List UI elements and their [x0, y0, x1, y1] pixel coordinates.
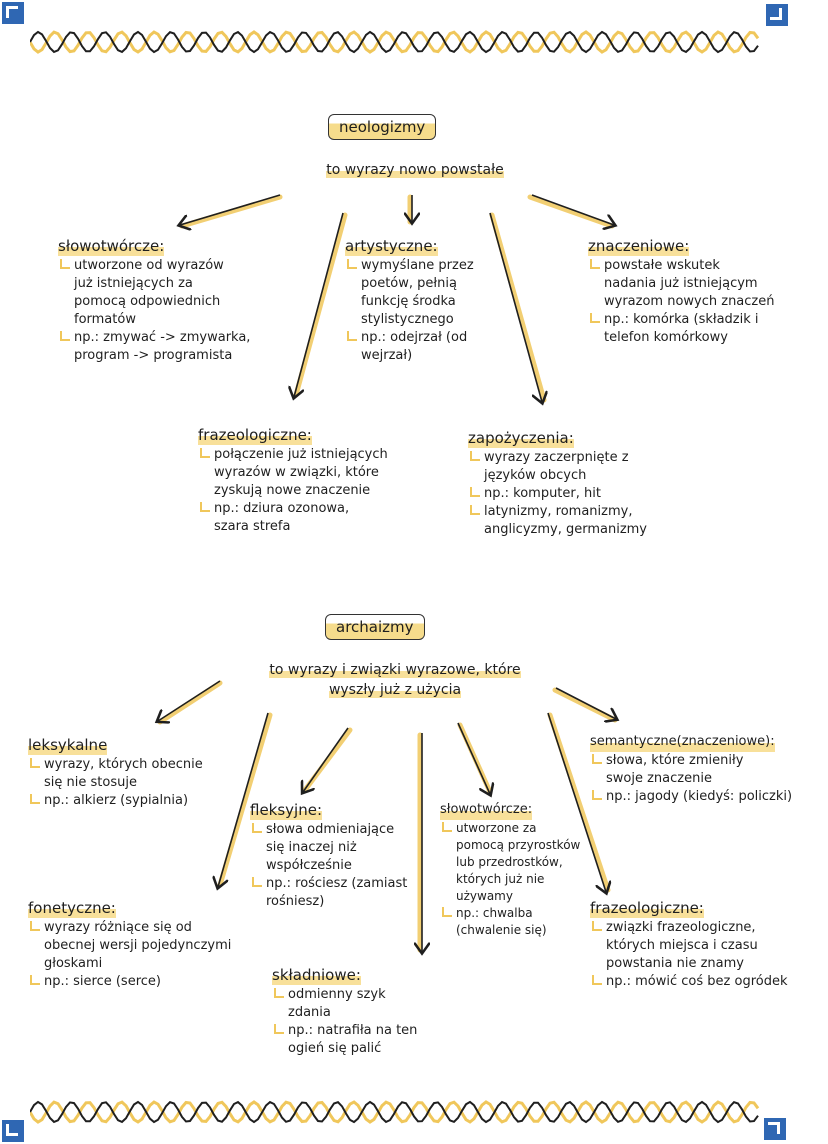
box-zapozyczenia: zapożyczenia: wyrazy zaczerpnięte z języ…: [468, 428, 688, 539]
box-head: leksykalne: [28, 735, 108, 755]
top-wave-border: [30, 30, 760, 54]
corner-mark-top-right: [766, 4, 788, 26]
box-fleksyjne: fleksyjne: słowa odmieniające się inacze…: [250, 800, 420, 911]
box-frazeologiczne: frazeologiczne: połączenie już istniejąc…: [198, 425, 448, 536]
box-head: frazeologiczne:: [590, 898, 704, 918]
bottom-wave-border: [30, 1100, 760, 1124]
list-item: np.: komputer, hit: [468, 485, 688, 503]
archaizmy-title: archaizmy: [325, 614, 425, 640]
list-item: np.: alkierz (sypialnia): [28, 792, 248, 810]
list-item: np.: rościesz (zamiast rośniesz): [250, 875, 420, 911]
list-item: np.: natrafiła na ten ogień się palić: [272, 1022, 452, 1058]
list-item: związki frazeologiczne, których miejsca …: [590, 919, 822, 973]
box-head: artystyczne:: [345, 236, 438, 256]
list-item: powstałe wskutek nadania już istniejącym…: [588, 257, 813, 311]
list-item: np.: sierce (serce): [28, 973, 253, 991]
list-item: np.: zmywać -> zmywarka, program -> prog…: [58, 329, 288, 365]
list-item: odmienny szyk zdania: [272, 986, 452, 1022]
box-head: słowotwórcze:: [58, 236, 165, 256]
archaizmy-definition-line2: wyszły już z użycia: [328, 682, 462, 698]
box-fonetyczne: fonetyczne: wyrazy różniące się od obecn…: [28, 898, 253, 991]
box-head: fonetyczne:: [28, 898, 116, 918]
box-semantyczne: semantyczne(znaczeniowe): słowa, które z…: [590, 732, 820, 806]
box-artystyczne: artystyczne: wymyślane przez poetów, peł…: [345, 236, 515, 365]
corner-mark-bottom-right: [764, 1118, 786, 1140]
list-item: np.: jagody (kiedyś: policzki): [590, 788, 820, 806]
box-head: składniowe:: [272, 965, 361, 985]
box-slowotworcze: słowotwórcze: utworzone od wyrazów już i…: [58, 236, 288, 365]
box-head: fleksyjne:: [250, 800, 323, 820]
neologizmy-definition-text: to wyrazy nowo powstałe: [326, 162, 504, 178]
box-head: frazeologiczne:: [198, 425, 312, 445]
list-item: połączenie już istniejących wyrazów w zw…: [198, 446, 448, 500]
list-item: np.: komórka (składzik i telefon komórko…: [588, 311, 813, 347]
list-item: słowa, które zmieniły swoje znaczenie: [590, 752, 820, 788]
archaizmy-definition-line1: to wyrazy i związki wyrazowe, które: [269, 662, 521, 678]
box-znaczeniowe: znaczeniowe: powstałe wskutek nadania ju…: [588, 236, 813, 347]
box-leksykalne: leksykalne wyrazy, których obecnie się n…: [28, 735, 248, 810]
list-item: słowa odmieniające się inaczej niż współ…: [250, 821, 420, 875]
list-item: utworzone za pomocą przyrostków lub prze…: [440, 820, 600, 905]
list-item: latynizmy, romanizmy, anglicyzmy, german…: [468, 503, 688, 539]
box-head: znaczeniowe:: [588, 236, 690, 256]
box-skladniowe: składniowe: odmienny szyk zdania np.: na…: [272, 965, 452, 1058]
list-item: np.: chwalba (chwalenie się): [440, 905, 600, 939]
list-item: wyrazy różniące się od obecnej wersji po…: [28, 919, 253, 973]
box-head: słowotwórcze:: [440, 800, 533, 820]
list-item: np.: odejrzał (od wejrzał): [345, 329, 515, 365]
list-item: np.: dziura ozonowa, szara strefa: [198, 500, 448, 536]
list-item: wymyślane przez poetów, pełnią funkcję ś…: [345, 257, 515, 329]
corner-mark-bottom-left: [2, 1120, 24, 1142]
box-frazeologiczne-archaizmy: frazeologiczne: związki frazeologiczne, …: [590, 898, 822, 991]
box-head: semantyczne(znaczeniowe):: [590, 732, 775, 752]
box-head: zapożyczenia:: [468, 428, 574, 448]
list-item: wyrazy, których obecnie się nie stosuje: [28, 756, 248, 792]
list-item: wyrazy zaczerpnięte z języków obcych: [468, 449, 688, 485]
list-item: np.: mówić coś bez ogródek: [590, 973, 822, 991]
archaizmy-definition: to wyrazy i związki wyrazowe, które wysz…: [215, 660, 575, 700]
box-slowotworcze-archaizmy: słowotwórcze: utworzone za pomocą przyro…: [440, 800, 600, 939]
neologizmy-definition: to wyrazy nowo powstałe: [270, 160, 560, 180]
list-item: utworzone od wyrazów już istniejących za…: [58, 257, 288, 329]
neologizmy-title: neologizmy: [328, 114, 437, 140]
corner-mark-top-left: [2, 2, 24, 24]
